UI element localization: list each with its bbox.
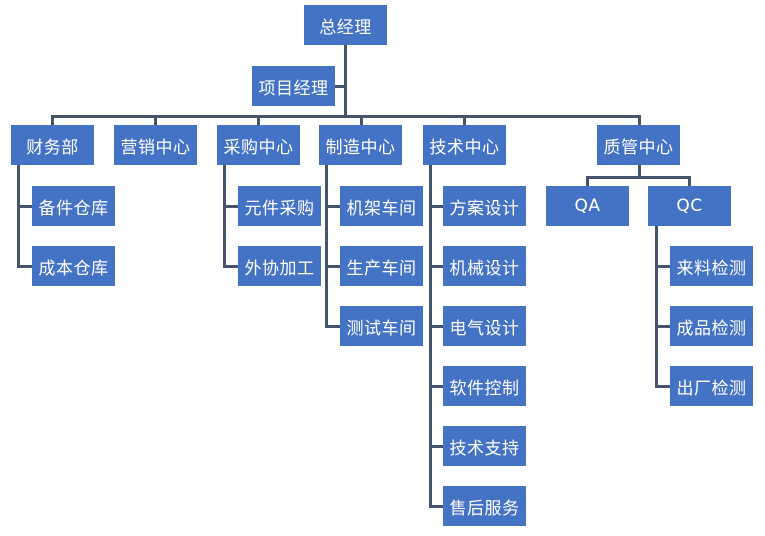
node-solution-design: 方案设计 <box>443 186 526 226</box>
connector <box>223 165 226 268</box>
connector <box>655 385 670 388</box>
connector <box>17 205 32 208</box>
node-product-inspection: 成品检测 <box>670 306 753 346</box>
node-project-manager: 项目经理 <box>252 66 335 106</box>
node-qa: QA <box>546 186 629 226</box>
connector <box>17 265 32 268</box>
node-rack-workshop: 机架车间 <box>340 186 423 226</box>
node-after-sales: 售后服务 <box>443 486 526 526</box>
connector <box>429 385 443 388</box>
node-electrical-design: 电气设计 <box>443 306 526 346</box>
connector <box>638 115 641 125</box>
connector <box>51 115 641 118</box>
connector <box>638 165 641 177</box>
connector <box>360 115 363 125</box>
node-quality: 质管中心 <box>597 125 680 165</box>
node-purchasing: 采购中心 <box>217 125 300 165</box>
connector <box>325 325 340 328</box>
connector <box>325 165 328 328</box>
node-mechanical-design: 机械设计 <box>443 246 526 286</box>
connector <box>325 205 340 208</box>
connector <box>655 265 670 268</box>
connector <box>429 505 443 508</box>
node-marketing: 营销中心 <box>114 125 197 165</box>
connector <box>344 45 347 118</box>
connector <box>429 165 432 508</box>
node-cost-warehouse: 成本仓库 <box>32 246 115 286</box>
node-outgoing-inspection: 出厂检测 <box>670 366 753 406</box>
node-production-workshop: 生产车间 <box>340 246 423 286</box>
node-software-control: 软件控制 <box>443 366 526 406</box>
connector <box>463 115 466 125</box>
node-qc: QC <box>648 186 731 226</box>
node-manufacturing: 制造中心 <box>319 125 402 165</box>
node-incoming-inspection: 来料检测 <box>670 246 753 286</box>
connector <box>655 226 658 388</box>
connector <box>154 115 157 125</box>
connector <box>429 325 443 328</box>
connector <box>586 176 691 179</box>
node-technology: 技术中心 <box>423 125 506 165</box>
connector <box>586 176 589 186</box>
node-finance: 财务部 <box>11 125 94 165</box>
connector <box>257 115 260 125</box>
connector <box>325 265 340 268</box>
connector <box>335 85 345 88</box>
node-spare-parts-warehouse: 备件仓库 <box>32 186 115 226</box>
node-tech-support: 技术支持 <box>443 426 526 466</box>
connector <box>223 205 238 208</box>
connector <box>429 445 443 448</box>
node-outsourcing: 外协加工 <box>238 246 321 286</box>
connector <box>51 115 54 125</box>
connector <box>429 265 443 268</box>
connector <box>655 325 670 328</box>
connector <box>688 176 691 186</box>
node-test-workshop: 测试车间 <box>340 306 423 346</box>
connector <box>223 265 238 268</box>
node-component-purchasing: 元件采购 <box>238 186 321 226</box>
node-general-manager: 总经理 <box>304 5 387 45</box>
connector <box>429 205 443 208</box>
connector <box>17 165 20 268</box>
